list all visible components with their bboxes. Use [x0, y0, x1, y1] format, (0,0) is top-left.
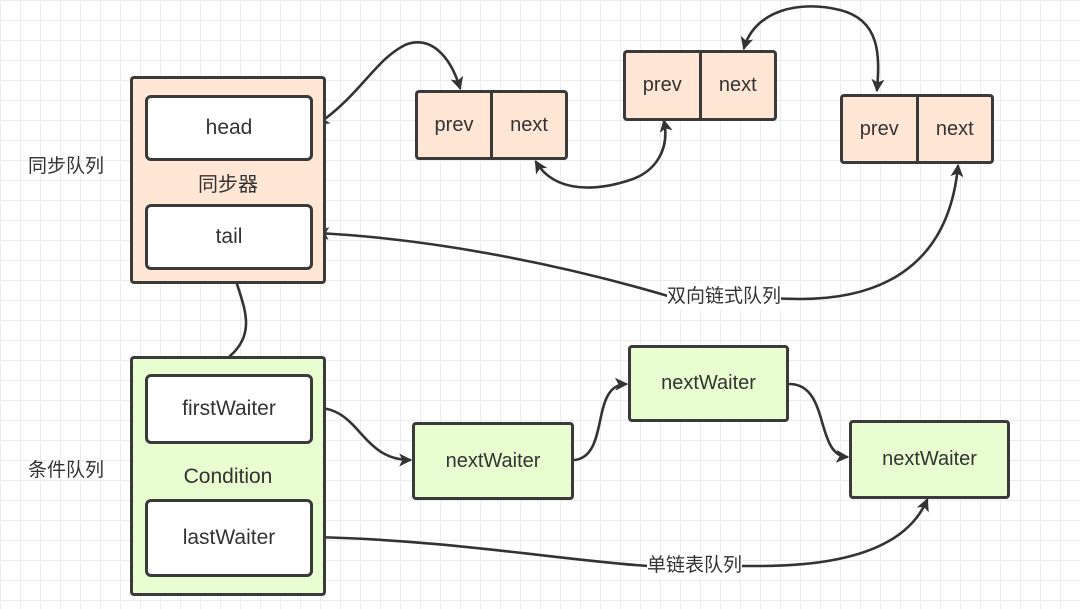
waiter1-to-waiter2-arrow [573, 377, 629, 462]
node2-to-node3-link [740, 5, 885, 93]
head-field-label: head [205, 116, 253, 139]
condition-queue-label: 条件队列 [28, 460, 105, 481]
waiter-node-2: nextWaiter [628, 345, 789, 422]
waiter-node-1: nextWaiter [412, 422, 574, 500]
prev-cell: prev [642, 74, 682, 96]
sync-queue-label: 同步队列 [28, 156, 105, 177]
head-to-node1-link [316, 41, 464, 126]
singly-linked-queue-label: 单链表队列 [647, 553, 743, 579]
head-field: head [145, 95, 313, 161]
doubly-linked-queue-label: 双向链式队列 [667, 284, 782, 310]
lastwaiter-field-label: lastWaiter [182, 526, 276, 549]
prev-cell: prev [434, 113, 474, 136]
waiter-node-label: nextWaiter [882, 448, 977, 470]
next-cell: next [915, 97, 992, 161]
firstwaiter-field: firstWaiter [145, 374, 313, 444]
firstwaiter-field-label: firstWaiter [182, 397, 276, 420]
condition-box: firstWaiter Condition lastWaiter [130, 356, 326, 596]
firstwaiter-to-waiter1-arrow [311, 406, 413, 467]
lastwaiter-field: lastWaiter [145, 499, 313, 577]
lastwaiter-to-waiter3-arrow [311, 498, 929, 568]
next-cell: next [490, 93, 565, 157]
sync-node-1: prev next [415, 90, 568, 160]
sync-node-2: prev next [623, 50, 777, 121]
synchronizer-box: head 同步器 tail [130, 76, 326, 284]
tail-field: tail [145, 204, 313, 270]
tail-to-node3-link [315, 163, 964, 301]
next-cell: next [698, 53, 775, 118]
sync-node-3: prev next [840, 94, 994, 164]
synchronizer-caption: 同步器 [198, 173, 258, 196]
waiter-node-3: nextWaiter [849, 420, 1010, 499]
condition-caption: Condition [183, 465, 273, 488]
tail-field-label: tail [215, 225, 243, 248]
waiter-node-label: nextWaiter [661, 372, 756, 394]
waiter2-to-waiter3-arrow [788, 382, 850, 463]
waiter-node-label: nextWaiter [445, 449, 541, 472]
prev-cell: prev [859, 117, 899, 140]
